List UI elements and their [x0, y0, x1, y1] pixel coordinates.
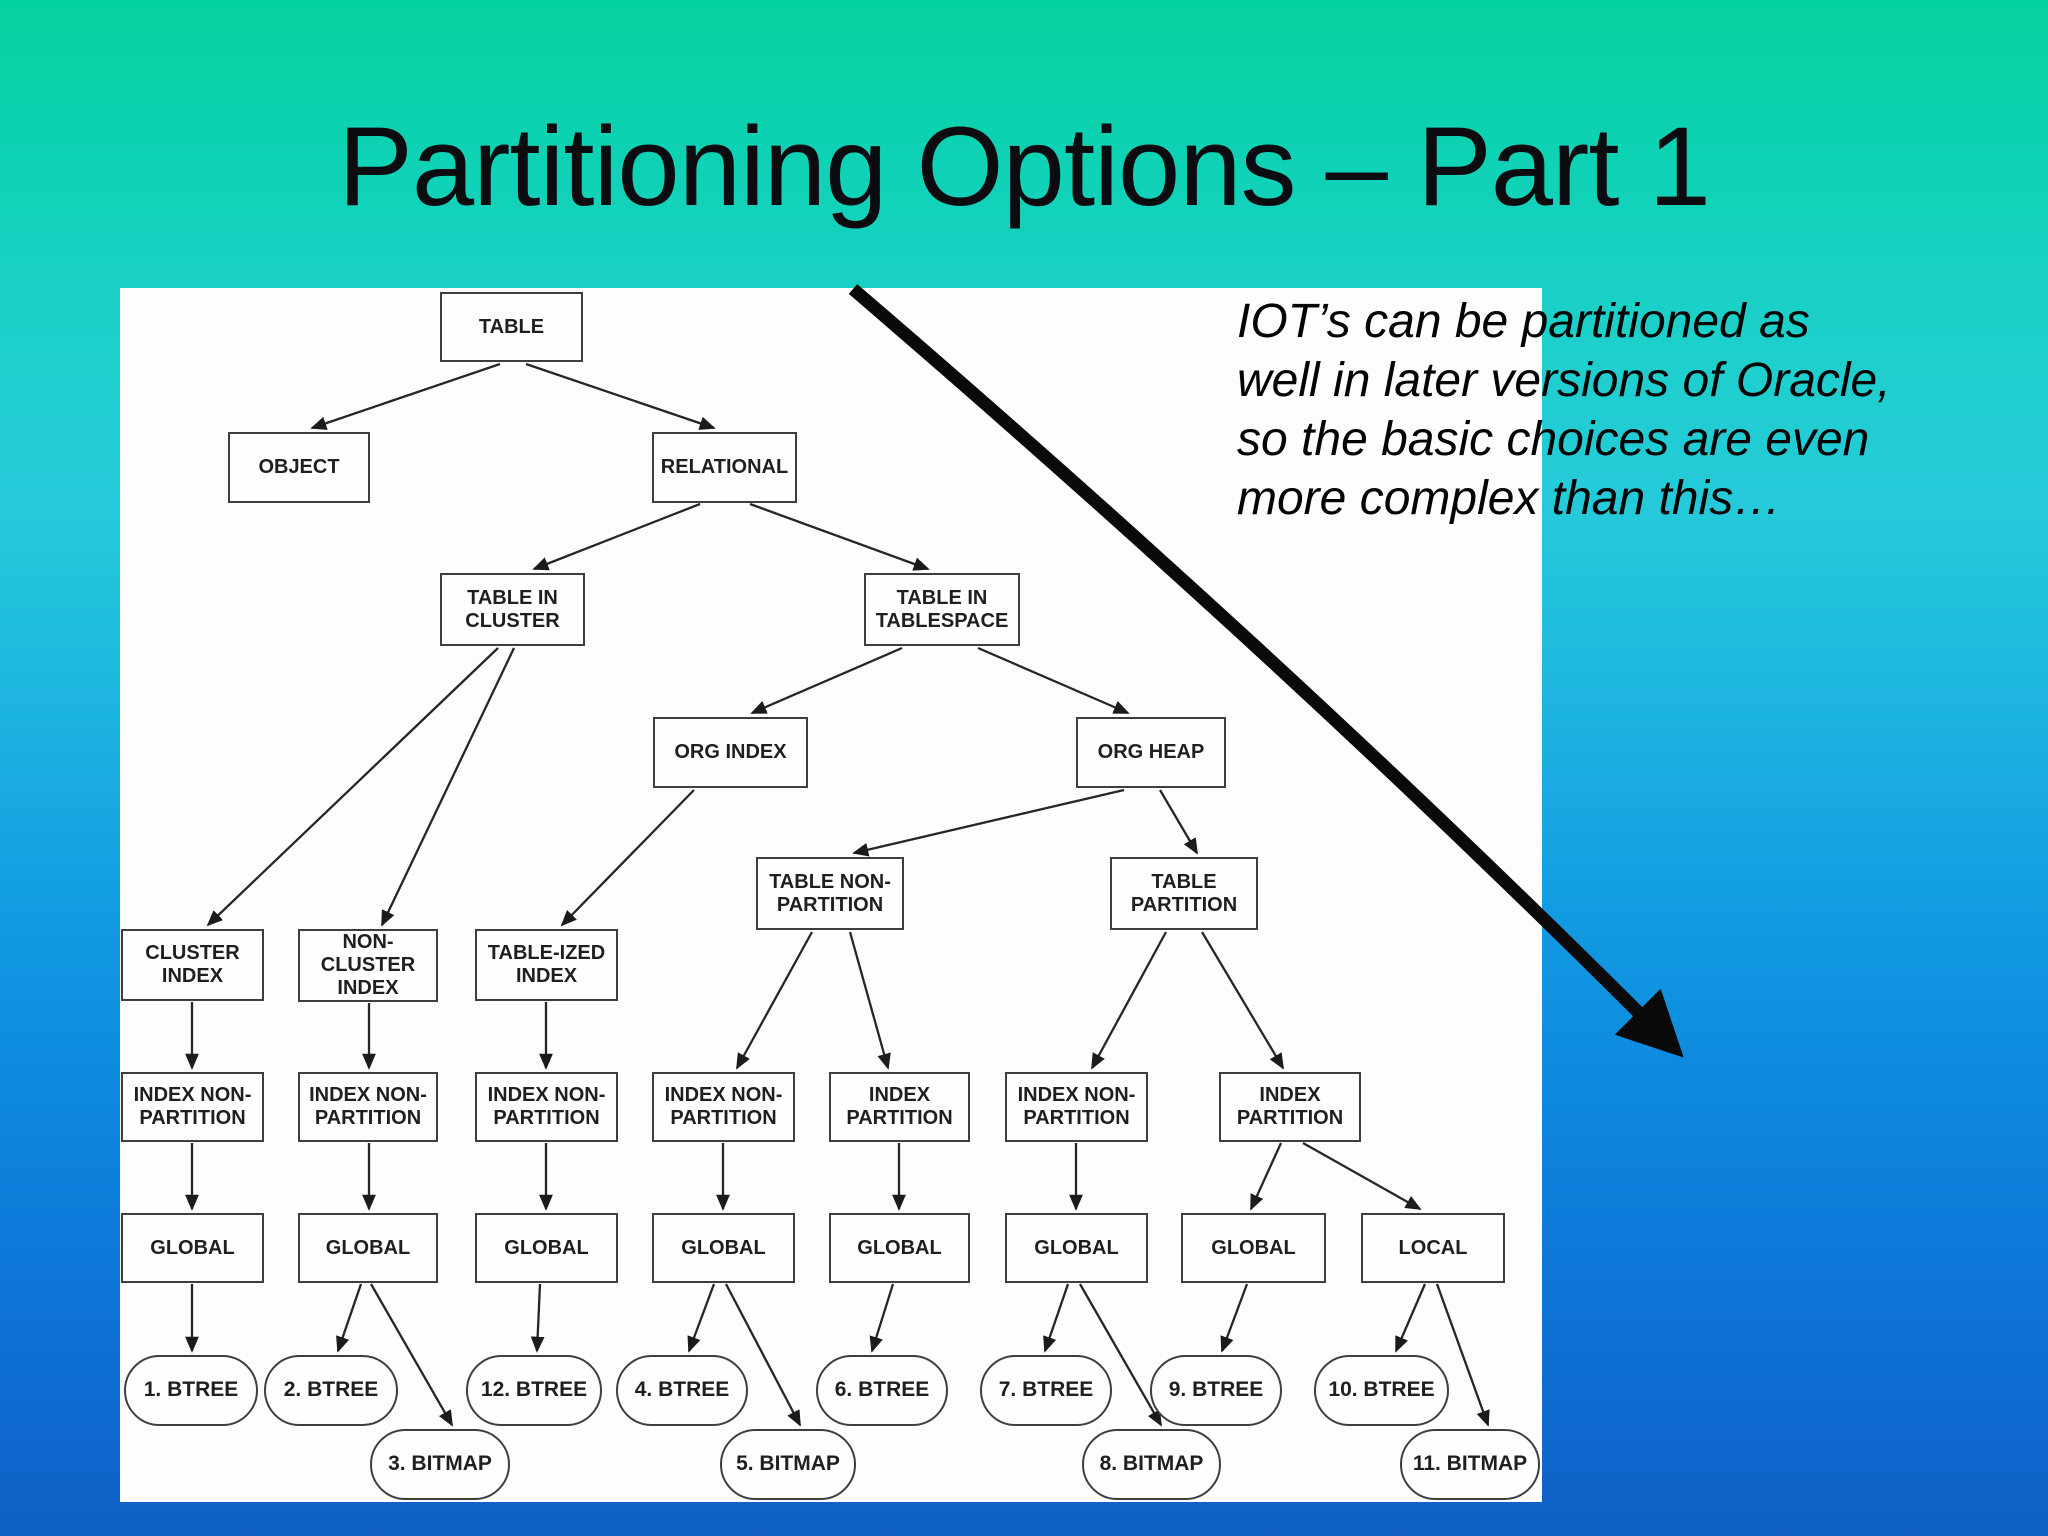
node-bitmap-3: 3. BITMAP: [370, 1429, 510, 1500]
edge-relational-to-table-in-cluster: [532, 502, 701, 571]
edge-table-to-object: [310, 362, 501, 430]
note-line: more complex than this…: [1237, 472, 1782, 525]
note-line: IOT’s can be partitioned as: [1237, 295, 1810, 348]
node-org-index: ORG INDEX: [653, 717, 808, 788]
node-bitmap-8: 8. BITMAP: [1082, 1429, 1221, 1500]
node-table-in-tablespace: TABLE IN TABLESPACE: [864, 573, 1020, 646]
edge-table-non-partition-to-index-non-partition-4: [735, 931, 814, 1070]
node-non-cluster-index: NON- CLUSTER INDEX: [298, 929, 438, 1002]
node-index-partition-7: INDEX PARTITION: [1219, 1072, 1361, 1142]
edge-local-to-btree-10: [1394, 1283, 1427, 1353]
edge-global-2-to-bitmap-3: [370, 1283, 453, 1427]
node-btree-6: 6. BTREE: [816, 1355, 948, 1426]
node-index-non-partition-4: INDEX NON- PARTITION: [652, 1072, 795, 1142]
node-bitmap-11: 11. BITMAP: [1400, 1429, 1540, 1500]
edge-table-partition-to-index-non-partition-6: [1090, 931, 1168, 1070]
node-object: OBJECT: [228, 432, 370, 503]
edge-global-4-to-btree-4: [687, 1283, 716, 1353]
edge-org-index-to-tableized-index: [560, 789, 695, 927]
node-org-heap: ORG HEAP: [1076, 717, 1226, 788]
node-table-partition: TABLE PARTITION: [1110, 857, 1258, 930]
node-btree-7: 7. BTREE: [980, 1355, 1112, 1426]
edge-index-partition-7-to-global-7: [1249, 1142, 1283, 1211]
note-line: well in later versions of Oracle,: [1237, 354, 1891, 407]
edge-global-4-to-bitmap-5: [724, 1283, 802, 1427]
edge-relational-to-table-in-tablespace: [749, 502, 930, 571]
edge-global-6-to-btree-7: [1043, 1283, 1070, 1353]
edge-global-6-to-bitmap-8: [1079, 1283, 1162, 1427]
slide-title: Partitioning Options – Part 1: [338, 104, 1711, 229]
node-btree-1: 1. BTREE: [124, 1355, 258, 1426]
node-bitmap-5: 5. BITMAP: [720, 1429, 856, 1500]
node-global-2: GLOBAL: [298, 1213, 438, 1283]
node-index-non-partition-1: INDEX NON- PARTITION: [121, 1072, 264, 1142]
node-local: LOCAL: [1361, 1213, 1505, 1283]
edge-global-2-to-btree-2: [336, 1283, 363, 1353]
node-index-non-partition-2: INDEX NON- PARTITION: [298, 1072, 438, 1142]
node-btree-2: 2. BTREE: [264, 1355, 398, 1426]
node-global-1: GLOBAL: [121, 1213, 264, 1283]
node-btree-10: 10. BTREE: [1314, 1355, 1449, 1426]
edge-table-non-partition-to-index-partition-5: [848, 931, 891, 1070]
edge-global-5-to-btree-6: [869, 1283, 895, 1353]
node-global-6: GLOBAL: [1005, 1213, 1148, 1283]
node-table-non-partition: TABLE NON- PARTITION: [756, 857, 904, 930]
edge-index-partition-7-to-local: [1302, 1141, 1422, 1211]
node-relational: RELATIONAL: [652, 432, 797, 503]
node-tableized-index: TABLE-IZED INDEX: [475, 929, 618, 1001]
node-global-7: GLOBAL: [1181, 1213, 1326, 1283]
node-index-non-partition-3: INDEX NON- PARTITION: [475, 1072, 618, 1142]
node-btree-4: 4. BTREE: [616, 1355, 748, 1426]
node-btree-12: 12. BTREE: [466, 1355, 602, 1426]
edge-org-heap-to-table-partition: [1159, 789, 1198, 855]
node-table: TABLE: [440, 292, 583, 362]
edge-table-in-cluster-to-non-cluster-index: [380, 647, 516, 927]
note-line: so the basic choices are even: [1237, 413, 1870, 466]
note-text: IOT’s can be partitioned as well in late…: [1237, 292, 2017, 528]
node-cluster-index: CLUSTER INDEX: [121, 929, 264, 1001]
node-table-in-cluster: TABLE IN CLUSTER: [440, 573, 585, 646]
edge-table-in-cluster-to-cluster-index: [206, 647, 499, 927]
edge-global-7-to-btree-9: [1220, 1283, 1249, 1353]
node-global-5: GLOBAL: [829, 1213, 970, 1283]
edge-global-3-to-btree-12: [530, 1283, 545, 1353]
node-index-partition-5: INDEX PARTITION: [829, 1072, 970, 1142]
edge-table-partition-to-index-partition-7: [1201, 931, 1284, 1070]
edge-table-in-tablespace-to-org-heap: [977, 646, 1130, 715]
edge-table-to-relational: [525, 362, 716, 430]
node-index-non-partition-6: INDEX NON- PARTITION: [1005, 1072, 1148, 1142]
edge-org-heap-to-table-non-partition: [852, 788, 1125, 857]
edge-table-in-tablespace-to-org-index: [750, 646, 903, 715]
node-global-3: GLOBAL: [475, 1213, 618, 1283]
node-btree-9: 9. BTREE: [1150, 1355, 1282, 1426]
big-annotation-arrow: [848, 284, 1684, 1058]
edge-local-to-bitmap-11: [1435, 1283, 1490, 1427]
node-global-4: GLOBAL: [652, 1213, 795, 1283]
